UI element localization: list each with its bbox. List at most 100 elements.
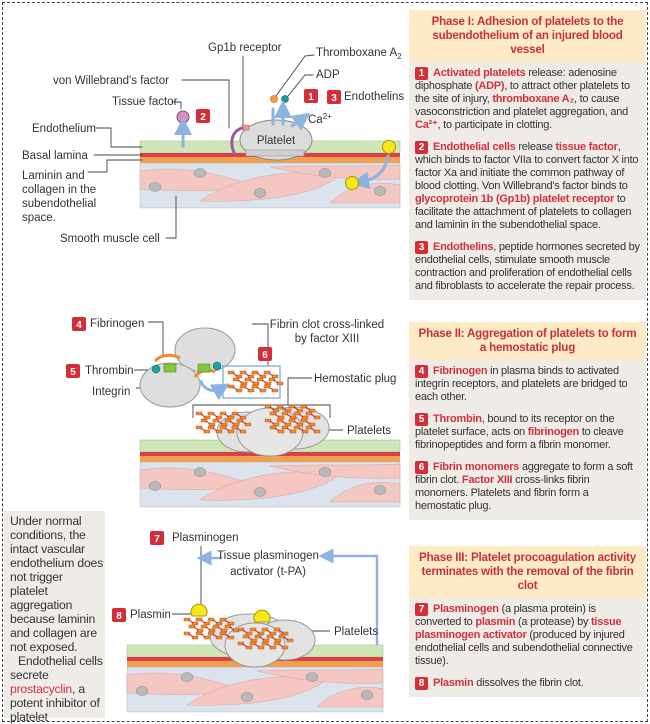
cross-link (217, 626, 223, 631)
fibrin-end (232, 377, 240, 382)
tpa-source-arrow (318, 548, 379, 645)
fibrin-end (288, 418, 296, 423)
description-text: release (515, 141, 556, 153)
fibrin-monomer (224, 624, 240, 633)
badge-7: 7 (150, 531, 164, 545)
thrombin-label: Thrombin (85, 365, 134, 377)
fibrin-monomer (219, 631, 235, 640)
cross-link (278, 629, 284, 634)
fibrin-end (257, 645, 265, 650)
cross-link (232, 372, 238, 377)
leader-lines (87, 54, 315, 239)
fibrin-end (276, 404, 284, 409)
fibrin-end (227, 384, 235, 389)
highlighted-term: tissue factor (555, 141, 618, 153)
cross-link (205, 420, 211, 425)
plasmin-label: Plasmin (130, 609, 171, 621)
fibrin-end (212, 624, 220, 629)
platelets-label-3: Platelets (334, 626, 378, 638)
fibrin-end (207, 617, 215, 622)
note-text: Endothelial cells secrete (10, 654, 103, 682)
cell-nucleus (305, 672, 319, 682)
fibrin-end (235, 388, 243, 393)
fibrinogen-label: Fibrinogen (90, 318, 144, 330)
phase1-panel: Phase I: Adhesion of platelets to the su… (409, 10, 646, 300)
cross-link (269, 406, 275, 411)
cross-link (269, 420, 275, 425)
fibrin-end (215, 635, 223, 640)
fibrin-monomer (227, 384, 243, 393)
fibrin-monomer (219, 617, 235, 626)
fibrin-end (273, 641, 281, 646)
description-text: to facilitate the attachment of platelet… (415, 193, 632, 231)
svg-text:2: 2 (200, 112, 206, 123)
fibrin-monomer (188, 624, 204, 633)
cross-link (298, 427, 304, 432)
cross-link (273, 379, 279, 384)
description-text: , to participate in clotting. (437, 119, 553, 131)
endothelin-shape (382, 140, 396, 154)
fibrin-monomer (254, 634, 270, 643)
cell-nucleus (193, 168, 207, 178)
cross-link (286, 413, 292, 418)
fibrin-monomer (264, 418, 280, 427)
cross-link (274, 427, 280, 432)
platelet-base (245, 149, 305, 157)
step-number-badge: 4 (415, 365, 428, 378)
fibrin-monomer (276, 404, 292, 413)
cross-link (310, 427, 316, 432)
note-paragraph-1: Under normal conditions, the intact vasc… (10, 514, 104, 654)
cross-link (281, 420, 287, 425)
fibrin-end (281, 645, 289, 650)
fibrin-end (281, 411, 289, 416)
fibrin-end (239, 370, 247, 375)
fibrin-monomer (183, 631, 199, 640)
smooth-muscle-label: Smooth muscle cell (60, 233, 160, 245)
badge-5: 5 (66, 364, 80, 378)
plasmin-shape (190, 603, 208, 617)
thrombin-shape (151, 364, 161, 374)
fibrin-monomer (195, 617, 211, 626)
plasminogen-label: Plasminogen (172, 532, 238, 544)
step-number-badge: 5 (415, 413, 428, 426)
fibrin-monomer (239, 384, 255, 393)
thromboxane-dot (270, 95, 278, 103)
fibrin-end (239, 384, 247, 389)
fibrin-monomer (305, 411, 321, 420)
highlighted-term: tissue plasminogen activator (415, 616, 622, 641)
fibrin-end (268, 377, 276, 382)
fibrin-end (203, 429, 211, 434)
cell-nucleus (148, 481, 162, 491)
description-text: release: adenosine diphosphate (415, 67, 617, 92)
release-arrows (273, 109, 283, 126)
cross-link (242, 643, 248, 648)
cross-link (256, 386, 262, 391)
adp-label: ADP (316, 69, 340, 81)
fibrin-monomer (281, 425, 297, 434)
svg-text:4: 4 (76, 320, 82, 331)
svg-text:8: 8 (116, 611, 122, 622)
fibrin-end (254, 634, 262, 639)
step-number-badge: 6 (415, 461, 428, 474)
cell-nucleus (135, 686, 149, 696)
fibrin-end (219, 411, 227, 416)
fibrin-end (269, 645, 277, 650)
cross-link (212, 619, 218, 624)
cross-link (268, 372, 274, 377)
prostacyclin-term: prostacyclin (10, 682, 72, 696)
fibrin-end (313, 415, 321, 420)
fibrin-monomer (269, 425, 285, 434)
step-number-badge: 3 (415, 241, 428, 254)
cross-link (200, 413, 206, 418)
fibrin-end (305, 425, 313, 430)
fibrin-end (249, 641, 257, 646)
fibrin-end (263, 370, 271, 375)
fibrin-end (239, 429, 247, 434)
badge-4: 4 (72, 317, 86, 331)
highlighted-term: Fibrin monomers (433, 461, 520, 473)
highlighted-term: Fibrinogen (433, 365, 488, 377)
